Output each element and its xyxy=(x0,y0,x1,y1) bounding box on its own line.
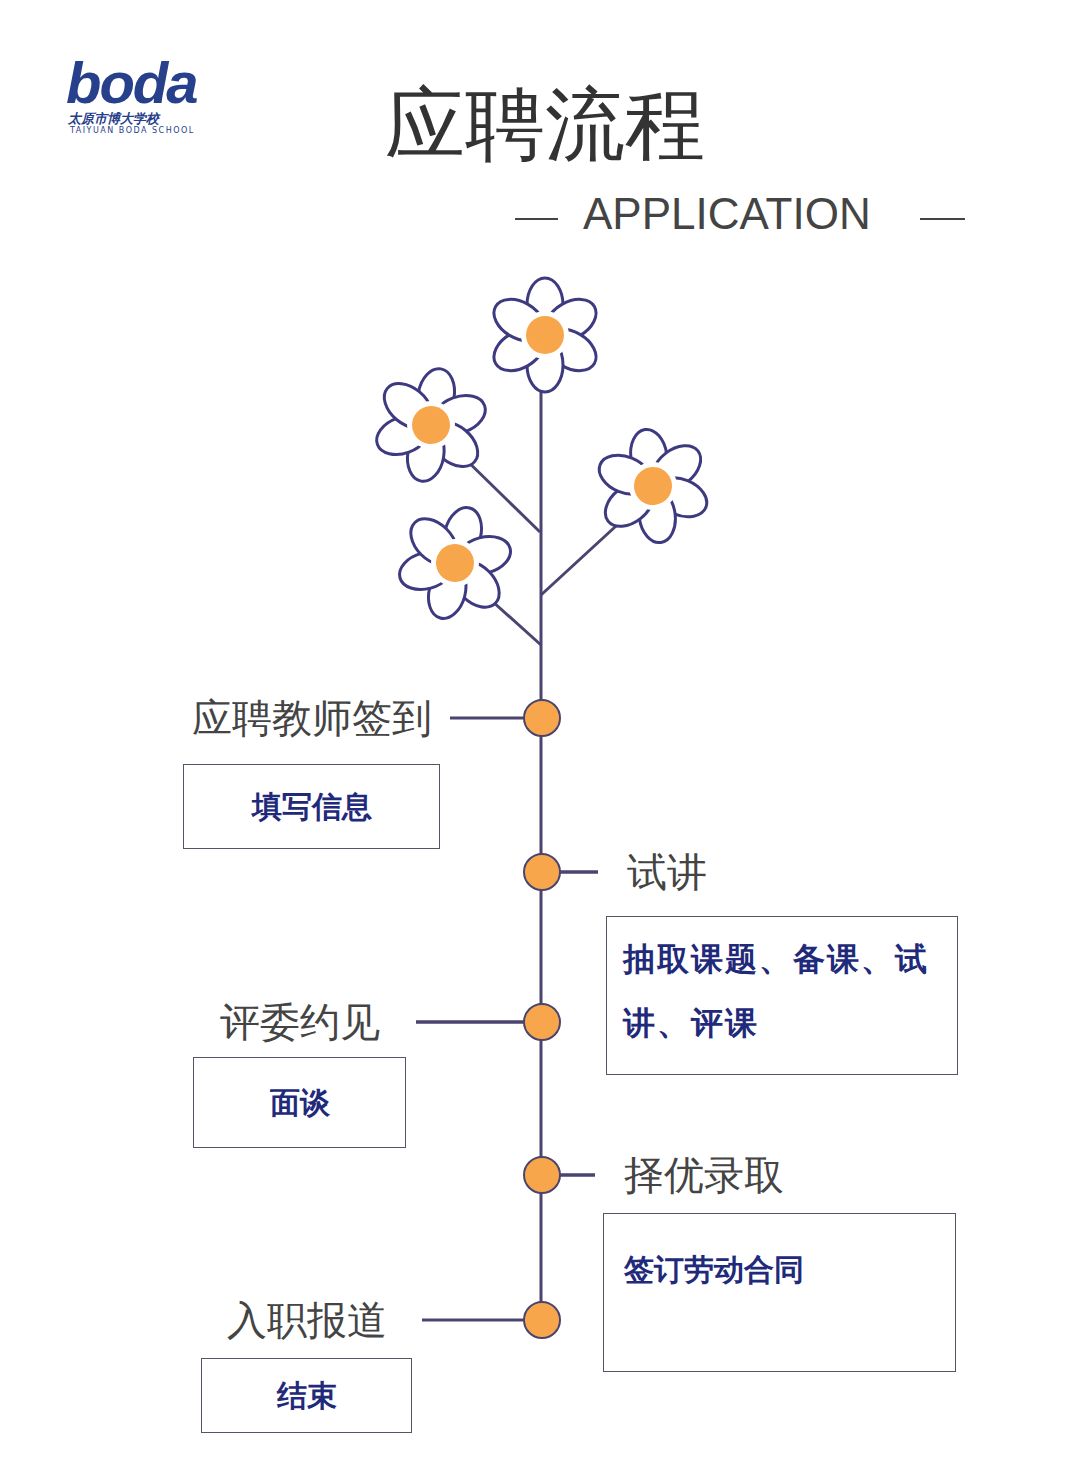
school-name-en: TAIYUAN BODA SCHOOL xyxy=(70,126,195,136)
timeline-dot xyxy=(524,700,560,736)
timeline-connector xyxy=(416,872,598,1022)
logo-wordmark: boda xyxy=(66,52,197,114)
step-detail: 抽取课题、备课、试讲、评课 xyxy=(623,927,941,1055)
step-detail: 填写信息 xyxy=(196,787,427,827)
step-heading: 评委约见 xyxy=(193,998,406,1046)
subtitle: APPLICATION xyxy=(583,188,871,240)
step-box: 抽取课题、备课、试讲、评课 xyxy=(606,916,958,1075)
flower xyxy=(364,359,499,492)
flower xyxy=(384,493,526,633)
step-node: 试讲抽取课题、备课、试讲、评课 xyxy=(606,848,958,1075)
step-node: 入职报道结束 xyxy=(201,1296,412,1433)
flower xyxy=(587,421,718,550)
timeline-dot xyxy=(524,1302,560,1338)
timeline-dot xyxy=(524,1004,560,1040)
step-node: 择优录取签订劳动合同 xyxy=(603,1151,956,1372)
step-box: 面谈 xyxy=(193,1057,406,1148)
school-name: 太原市博大学校 xyxy=(68,111,159,126)
step-detail: 面谈 xyxy=(206,1083,393,1123)
page-title: 应聘流程 xyxy=(295,82,795,168)
step-node: 评委约见面谈 xyxy=(193,998,406,1148)
step-heading: 入职报道 xyxy=(201,1296,412,1344)
timeline-connector xyxy=(416,1022,595,1175)
step-box: 结束 xyxy=(201,1358,412,1433)
timeline-connector xyxy=(450,718,598,872)
timeline-connector xyxy=(422,1175,595,1320)
step-box: 填写信息 xyxy=(183,764,440,849)
flower xyxy=(487,278,604,392)
timeline-dot xyxy=(524,854,560,890)
step-heading: 择优录取 xyxy=(603,1151,956,1199)
step-detail: 结束 xyxy=(214,1376,399,1416)
step-heading: 试讲 xyxy=(606,848,958,896)
timeline-dot xyxy=(524,1157,560,1193)
step-box: 签订劳动合同 xyxy=(603,1213,956,1372)
step-heading: 应聘教师签到 xyxy=(183,694,440,742)
step-node: 应聘教师签到填写信息 xyxy=(183,694,440,849)
step-detail: 签订劳动合同 xyxy=(624,1250,935,1290)
